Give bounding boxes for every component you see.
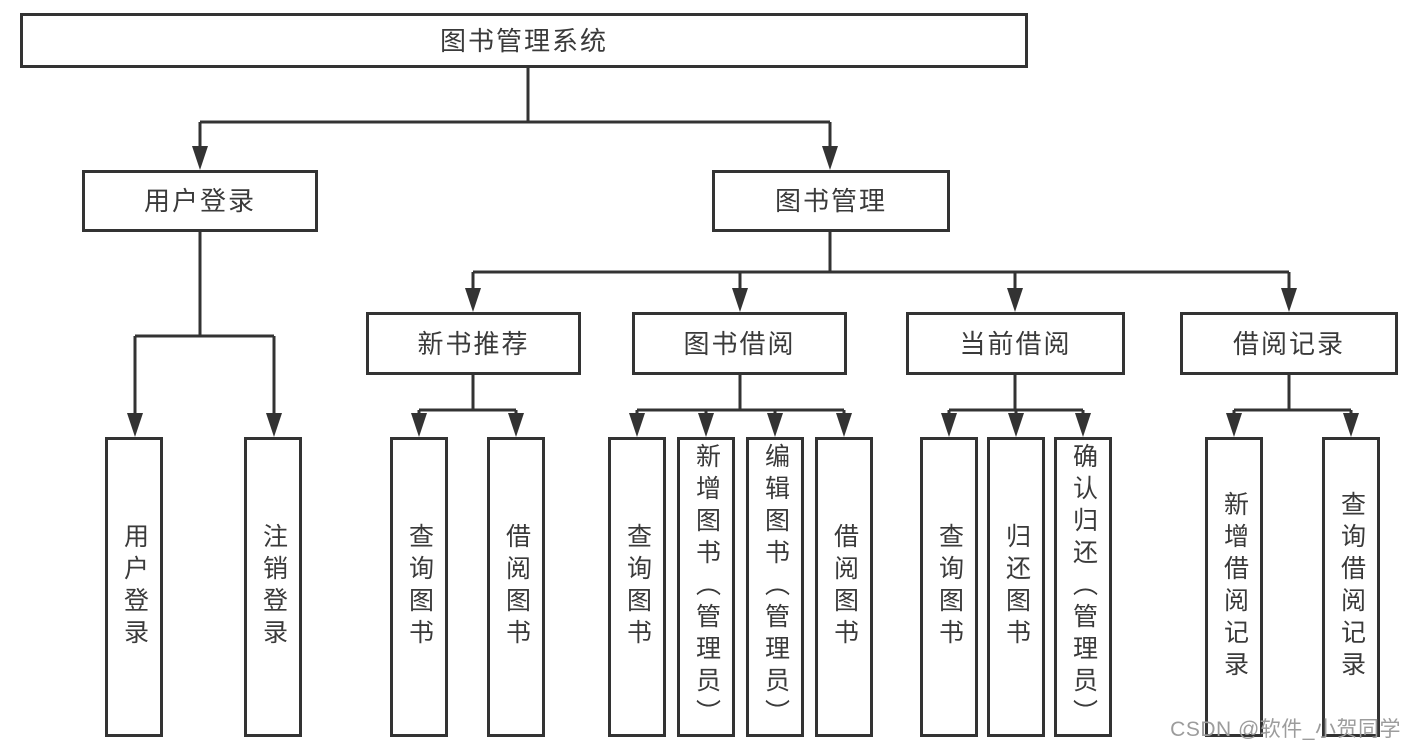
node-logout-label: 注销登录 — [259, 523, 288, 651]
node-user-login-leaf-label: 用户登录 — [120, 523, 149, 651]
node-user-login-leaf: 用户登录 — [105, 437, 163, 737]
node-user-login-label: 用户登录 — [143, 186, 256, 216]
node-book-management-label: 图书管理 — [774, 186, 887, 216]
node-recommend-borrow-books: 借阅图书 — [487, 437, 545, 737]
node-logout: 注销登录 — [244, 437, 302, 737]
node-book-management: 图书管理 — [712, 170, 950, 232]
node-user-login: 用户登录 — [82, 170, 318, 232]
node-current-query-books-label: 查询图书 — [935, 523, 964, 651]
node-root-label: 图书管理系统 — [439, 25, 608, 56]
node-new-book-recommend-label: 新书推荐 — [417, 328, 530, 359]
node-records-add-record-label: 新增借阅记录 — [1220, 491, 1249, 683]
node-records-add-record: 新增借阅记录 — [1205, 437, 1263, 737]
node-recommend-query-books: 查询图书 — [390, 437, 448, 737]
node-borrow-edit-books-label: 编辑图书（管理员） — [761, 443, 790, 731]
node-borrow-query-books: 查询图书 — [608, 437, 666, 737]
node-current-confirm-return-label: 确认归还（管理员） — [1069, 443, 1098, 731]
node-current-borrow-label: 当前借阅 — [959, 328, 1072, 359]
node-borrow-edit-books: 编辑图书（管理员） — [746, 437, 804, 737]
node-records-query-record: 查询借阅记录 — [1322, 437, 1380, 737]
csdn-watermark: CSDN @软件_小贺同学 — [1170, 718, 1401, 741]
node-current-return-books: 归还图书 — [987, 437, 1045, 737]
node-book-borrow-label: 图书借阅 — [683, 328, 796, 359]
node-current-confirm-return: 确认归还（管理员） — [1054, 437, 1112, 737]
node-borrow-records-label: 借阅记录 — [1232, 328, 1345, 359]
connector-segments — [133, 68, 1353, 415]
node-borrow-query-books-label: 查询图书 — [623, 523, 652, 651]
node-current-borrow: 当前借阅 — [906, 312, 1125, 375]
node-recommend-borrow-books-label: 借阅图书 — [502, 523, 531, 651]
node-borrow-borrow-books-label: 借阅图书 — [830, 523, 859, 651]
node-current-query-books: 查询图书 — [920, 437, 978, 737]
node-current-return-books-label: 归还图书 — [1002, 523, 1031, 651]
node-root: 图书管理系统 — [20, 13, 1028, 68]
node-records-query-record-label: 查询借阅记录 — [1337, 491, 1366, 683]
node-borrow-add-books: 新增图书（管理员） — [677, 437, 735, 737]
node-borrow-records: 借阅记录 — [1180, 312, 1398, 375]
node-new-book-recommend: 新书推荐 — [366, 312, 581, 375]
node-borrow-add-books-label: 新增图书（管理员） — [692, 443, 721, 731]
node-recommend-query-books-label: 查询图书 — [405, 523, 434, 651]
arrowheads — [127, 146, 1359, 437]
node-borrow-borrow-books: 借阅图书 — [815, 437, 873, 737]
node-book-borrow: 图书借阅 — [632, 312, 847, 375]
